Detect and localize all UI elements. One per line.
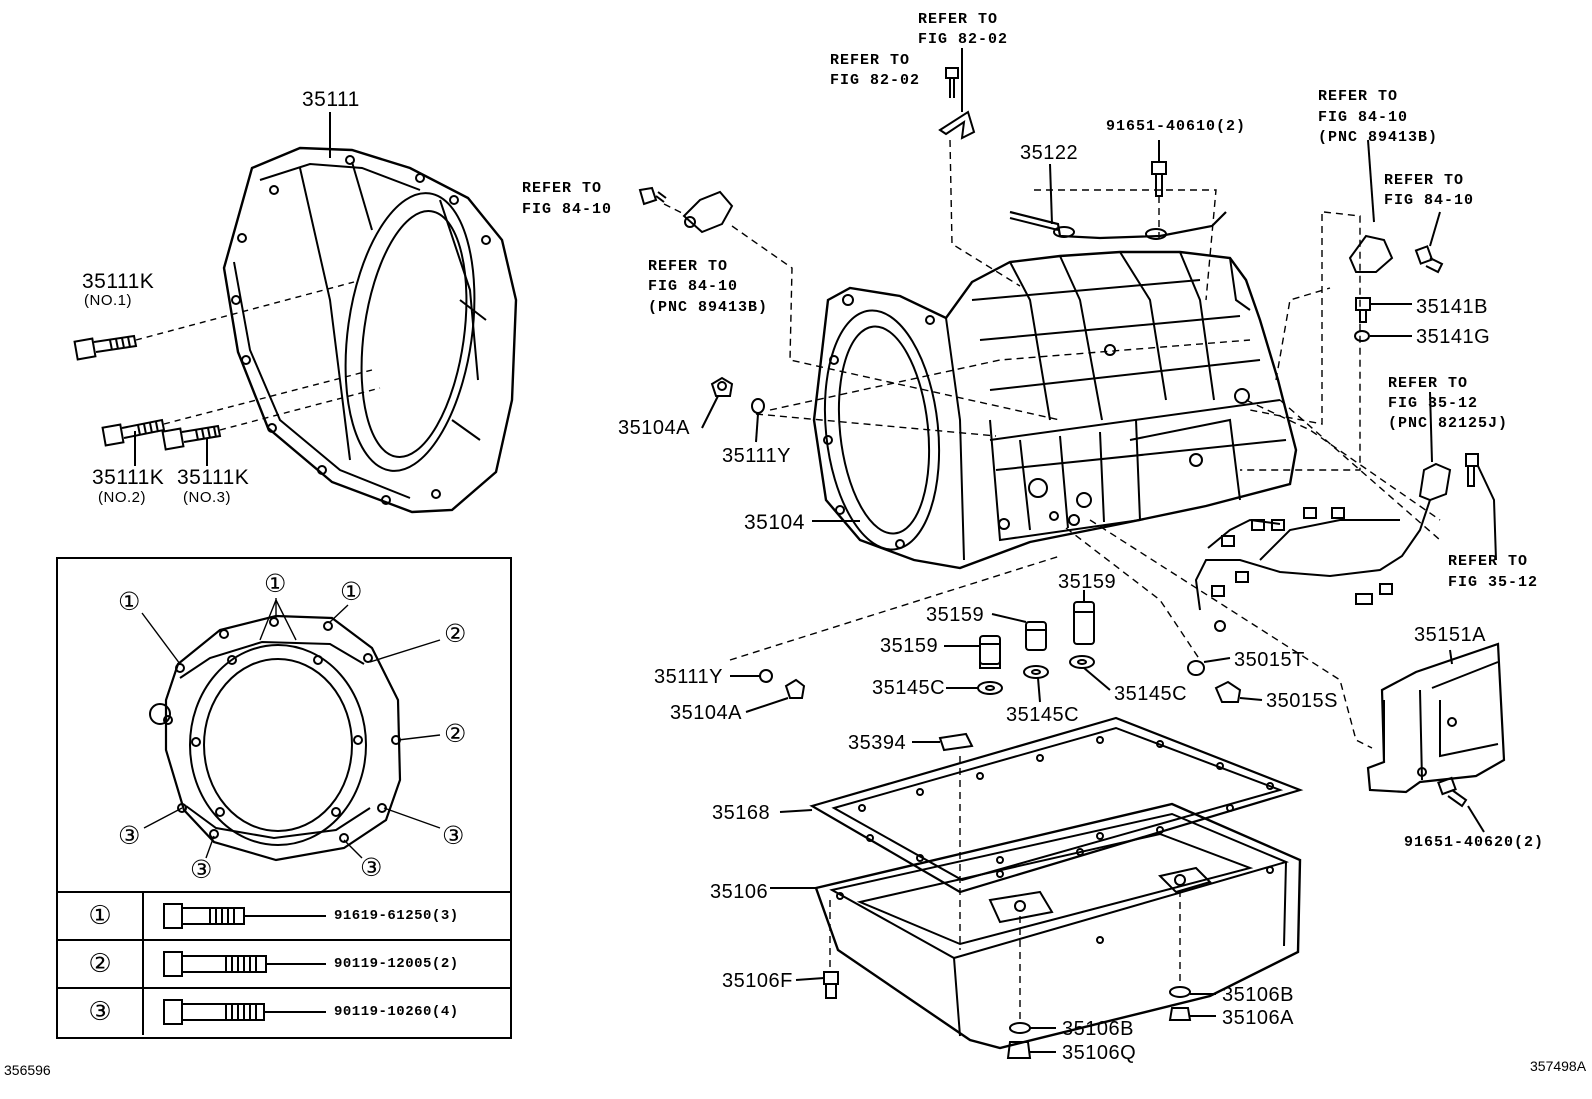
label-35111k-no3-note: (NO.3) xyxy=(183,489,231,506)
label-refer-82-02-top-a: REFER TO xyxy=(918,11,999,28)
label-refer-84-10-sensor-a: REFER TO xyxy=(522,180,603,197)
inset-table-row: ③ 90119-10260(4) xyxy=(58,987,510,1035)
bolt-35111k-no3-shape xyxy=(161,424,222,451)
label-35122: 35122 xyxy=(1020,142,1079,164)
label-35159-c: 35159 xyxy=(880,635,939,657)
label-refer-84-10-right-b: FIG 84-10 xyxy=(1318,109,1409,126)
label-35111k-no1: 35111K xyxy=(82,270,155,293)
label-35145c-c: 35145C xyxy=(1114,683,1188,705)
inset-callout-1-left: ① xyxy=(118,587,141,616)
inset-bolt-2-shape xyxy=(163,951,326,977)
label-refer-82-02-top-b: FIG 82-02 xyxy=(918,31,1009,48)
figure-code-right: 357498A xyxy=(1530,1058,1587,1074)
plug-35159-group xyxy=(979,601,1095,669)
label-refer-35-12-b: FIG 35-12 xyxy=(1388,395,1479,412)
label-refer-35-12-c: (PNC 82125J) xyxy=(1388,415,1509,432)
label-35168: 35168 xyxy=(712,802,771,824)
label-refer-84-10-pnc-b: FIG 84-10 xyxy=(648,278,739,295)
inset-bolt-3-shape xyxy=(163,999,326,1025)
label-refer-84-10-right-a: REFER TO xyxy=(1318,88,1399,105)
inset-row-symbol: ① xyxy=(58,893,144,939)
inset-callout-1-top: ① xyxy=(264,569,287,598)
label-35111y-low: 35111Y xyxy=(654,666,723,688)
label-35151a: 35151A xyxy=(1414,624,1486,646)
label-35015s: 35015S xyxy=(1266,690,1338,712)
inset-row-part-number: 91619-61250(3) xyxy=(334,908,459,924)
oil-pan-35106-shape xyxy=(814,802,1302,1050)
label-refer-84-10-sensor-b: FIG 84-10 xyxy=(522,201,613,218)
label-91651-40620: 91651-40620(2) xyxy=(1404,834,1545,851)
bell-housing-shape xyxy=(222,146,518,514)
label-35141g: 35141G xyxy=(1416,326,1491,348)
inset-bolt-1-shape xyxy=(163,903,326,929)
bolt-location-inset: ① ① ① ② ② ③ ③ ③ ③ ① 91619-61250(3) ② 901… xyxy=(56,557,512,1039)
label-35111y-top: 35111Y xyxy=(722,445,791,467)
label-35111k-no3: 35111K xyxy=(177,466,250,489)
inset-callout-3-right: ③ xyxy=(442,821,465,850)
label-35106a: 35106A xyxy=(1222,1007,1294,1029)
label-35015t: 35015T xyxy=(1234,649,1305,671)
bolt-35111k-no1-shape xyxy=(73,334,138,361)
inset-table-row: ② 90119-12005(2) xyxy=(58,939,510,987)
inset-row-part-number: 90119-12005(2) xyxy=(334,956,459,972)
label-91651-40610: 91651-40610(2) xyxy=(1106,118,1247,135)
transmission-case-shape xyxy=(812,250,1298,570)
label-35145c-a: 35145C xyxy=(872,677,946,699)
label-35106f: 35106F xyxy=(722,970,793,992)
label-refer-82-02-left-b: FIG 82-02 xyxy=(830,72,921,89)
cover-35151a-shape xyxy=(1366,642,1506,794)
inset-callout-1-right: ① xyxy=(340,577,363,606)
inset-row-symbol: ③ xyxy=(58,989,144,1035)
label-refer-35-12-low-b: FIG 35-12 xyxy=(1448,574,1539,591)
inset-callout-2-lower: ② xyxy=(444,719,467,748)
gasket-35168-shape xyxy=(809,716,1304,894)
label-35106b-center: 35106B xyxy=(1062,1018,1134,1040)
label-35106: 35106 xyxy=(710,881,769,903)
label-refer-84-10-right-c: (PNC 89413B) xyxy=(1318,129,1439,146)
label-35145c-b: 35145C xyxy=(1006,704,1080,726)
inset-callout-2-upper: ② xyxy=(444,619,467,648)
label-35106b-right: 35106B xyxy=(1222,984,1294,1006)
label-35111: 35111 xyxy=(302,88,360,111)
inset-housing-shape xyxy=(149,614,402,862)
label-35111k-no1-note: (NO.1) xyxy=(84,292,132,309)
label-refer-84-10-pnc-a: REFER TO xyxy=(648,258,729,275)
label-35104a-top: 35104A xyxy=(618,417,690,439)
label-35159-b: 35159 xyxy=(926,604,985,626)
inset-callout-3-left: ③ xyxy=(118,821,141,850)
bolt-35111k-no2-shape xyxy=(101,418,166,447)
label-35394: 35394 xyxy=(848,732,907,754)
inset-row-symbol: ② xyxy=(58,941,144,987)
label-refer-82-02-left-a: REFER TO xyxy=(830,52,911,69)
label-35111k-no2-note: (NO.2) xyxy=(98,489,146,506)
label-35159-a: 35159 xyxy=(1058,571,1117,593)
label-refer-35-12-low-a: REFER TO xyxy=(1448,553,1529,570)
label-35106q: 35106Q xyxy=(1062,1042,1137,1064)
label-refer-84-10-pnc-c: (PNC 89413B) xyxy=(648,299,769,316)
label-35104: 35104 xyxy=(744,511,805,534)
label-35104a-low: 35104A xyxy=(670,702,742,724)
label-refer-84-10-bolt-b: FIG 84-10 xyxy=(1384,192,1475,209)
inset-row-part-number: 90119-10260(4) xyxy=(334,1004,459,1020)
label-35141b: 35141B xyxy=(1416,296,1488,318)
label-refer-35-12-a: REFER TO xyxy=(1388,375,1469,392)
label-refer-84-10-bolt-a: REFER TO xyxy=(1384,172,1465,189)
label-35111k-no2: 35111K xyxy=(92,466,165,489)
inset-callout-3-bottom-left: ③ xyxy=(190,855,213,884)
figure-code-left: 356596 xyxy=(4,1062,51,1078)
inset-table-row: ① 91619-61250(3) xyxy=(58,891,510,939)
inset-callout-3-bottom-right: ③ xyxy=(360,853,383,882)
